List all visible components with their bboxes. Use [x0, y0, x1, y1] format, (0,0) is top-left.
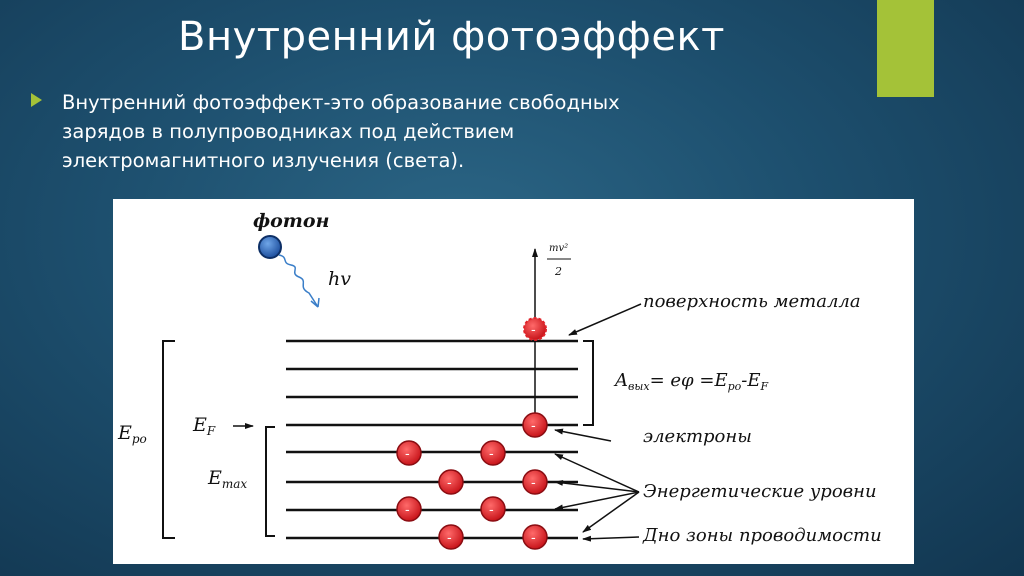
electron-7: -	[438, 524, 464, 550]
kinetic-denominator: 2	[554, 265, 562, 278]
diagram-svg: фотон hv Epo EF Emax Aвых= eφ =Epo-EF mv…	[117, 210, 882, 550]
surface-arrow	[568, 303, 642, 336]
levels-arrow-2	[554, 479, 640, 493]
levels-arrow-4	[582, 491, 640, 533]
bullet-line-2: зарядов в полупроводниках под действием	[62, 120, 515, 143]
bullet-arrow-icon	[31, 93, 42, 107]
photon-wave	[278, 254, 319, 308]
emax-bracket	[265, 426, 275, 537]
levels-arrow-3	[554, 491, 640, 511]
escaped-electron-sign: -	[531, 323, 536, 338]
electron-5: -	[396, 496, 422, 522]
epo-label: Epo	[117, 422, 147, 446]
svg-text:-: -	[405, 503, 410, 518]
photoeffect-diagram: фотон hv Epo EF Emax Aвых= eφ =Epo-EF mv…	[113, 199, 914, 564]
escaped-electron	[523, 317, 547, 341]
svg-text:-: -	[489, 447, 494, 462]
svg-text:-: -	[405, 447, 410, 462]
svg-text:-: -	[531, 419, 536, 434]
svg-text:-: -	[531, 476, 536, 491]
bullet-text: Внутренний фотоэффект-это образование св…	[62, 88, 822, 175]
photon-icon	[258, 235, 282, 259]
photon-label: фотон	[253, 210, 329, 232]
ef-label: EF	[192, 414, 216, 438]
emax-label: Emax	[207, 467, 247, 491]
electron-8: -	[522, 524, 548, 550]
svg-text:-: -	[489, 503, 494, 518]
epo-bracket	[162, 340, 175, 539]
kinetic-numerator: mv²	[549, 243, 568, 254]
electron-fermi: -	[522, 412, 548, 438]
bullet-line-1: Внутренний фотоэффект-это образование св…	[62, 91, 620, 114]
electrons-arrow	[554, 428, 612, 442]
accent-bar	[877, 0, 934, 97]
electron-1: -	[396, 440, 422, 466]
bullet-line-3: электромагнитного излучения (света).	[62, 149, 465, 172]
surface-label: поверхность металла	[643, 291, 861, 312]
conduction-bottom-label: Дно зоны проводимости	[642, 525, 882, 546]
svg-text:-: -	[531, 531, 536, 546]
electron-3: -	[438, 469, 464, 495]
slide-title: Внутренний фотоэффект	[178, 14, 725, 60]
photon-arrowhead	[310, 297, 320, 308]
electron-2: -	[480, 440, 506, 466]
electron-4: -	[522, 469, 548, 495]
svg-text:-: -	[447, 476, 452, 491]
levels-arrow-1	[554, 453, 640, 493]
work-function-bracket	[583, 340, 594, 426]
electrons-label: электроны	[643, 426, 752, 447]
electron-6: -	[480, 496, 506, 522]
hv-label: hv	[328, 268, 351, 290]
work-function-formula: Aвых= eφ =Epo-EF	[613, 370, 769, 393]
bottom-arrow	[582, 535, 640, 542]
energy-levels-label: Энергетические уровни	[643, 481, 877, 502]
svg-text:-: -	[447, 531, 452, 546]
